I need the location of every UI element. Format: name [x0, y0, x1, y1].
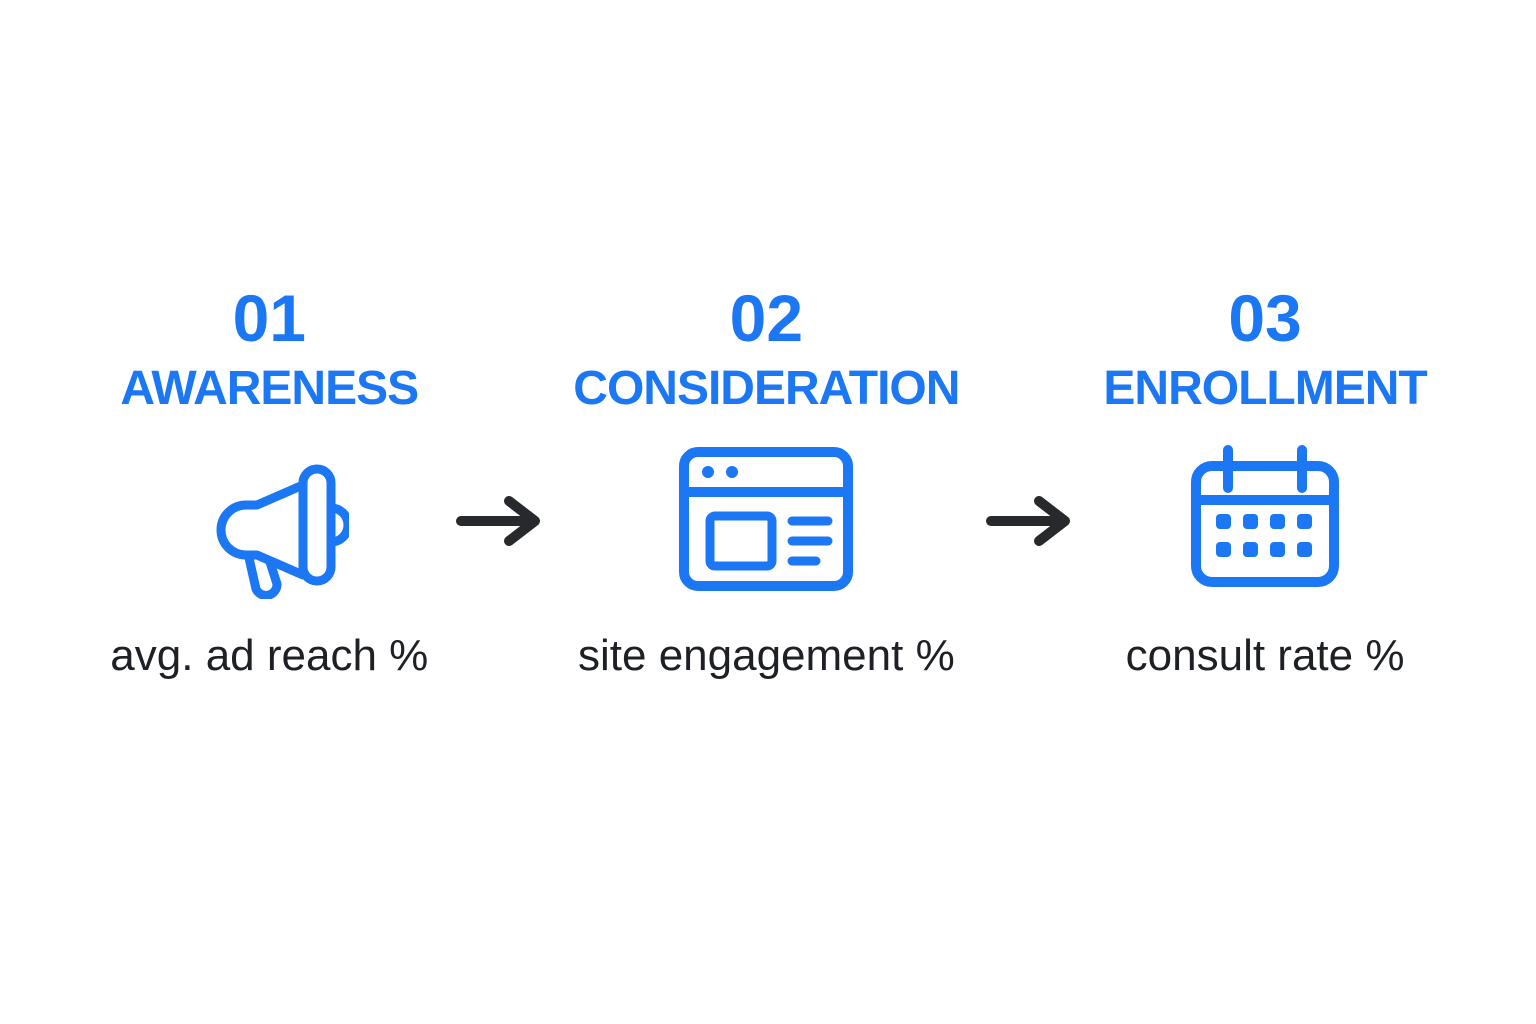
stage-number: 03: [1228, 281, 1302, 355]
connector-arrow-1: [453, 495, 549, 552]
stage-title: ENROLLMENT: [1103, 362, 1427, 415]
right-arrow-icon: [456, 496, 541, 546]
stage-title: CONSIDERATION: [573, 362, 960, 415]
calendar-icon: [1191, 445, 1340, 587]
stage-metric-label: consult rate %: [1125, 631, 1405, 680]
stage-awareness: 01 AWARENESS avg. ad reach %: [109, 285, 429, 681]
stage-icon-wrap: [1190, 435, 1340, 603]
stage-number: 01: [232, 281, 306, 355]
stage-icon-wrap: [189, 435, 350, 603]
stage-title: AWARENESS: [120, 362, 419, 415]
funnel-stages-row: 01 AWARENESS avg. ad reach % 02 CONS: [109, 281, 1427, 681]
stage-number: 02: [729, 281, 804, 355]
right-arrow-icon: [986, 496, 1071, 546]
megaphone-icon: [216, 464, 350, 599]
browser-window-icon: [679, 447, 854, 591]
stage-enrollment: 03 ENROLLMENT consult ra: [1103, 281, 1427, 681]
stage-metric-label: avg. ad reach %: [110, 631, 429, 680]
connector-arrow-2: [983, 495, 1079, 552]
stage-metric-label: site engagement %: [578, 631, 955, 680]
stage-consideration: 02 CONSIDERATION site engagement %: [573, 281, 960, 681]
stage-icon-wrap: [676, 435, 856, 603]
